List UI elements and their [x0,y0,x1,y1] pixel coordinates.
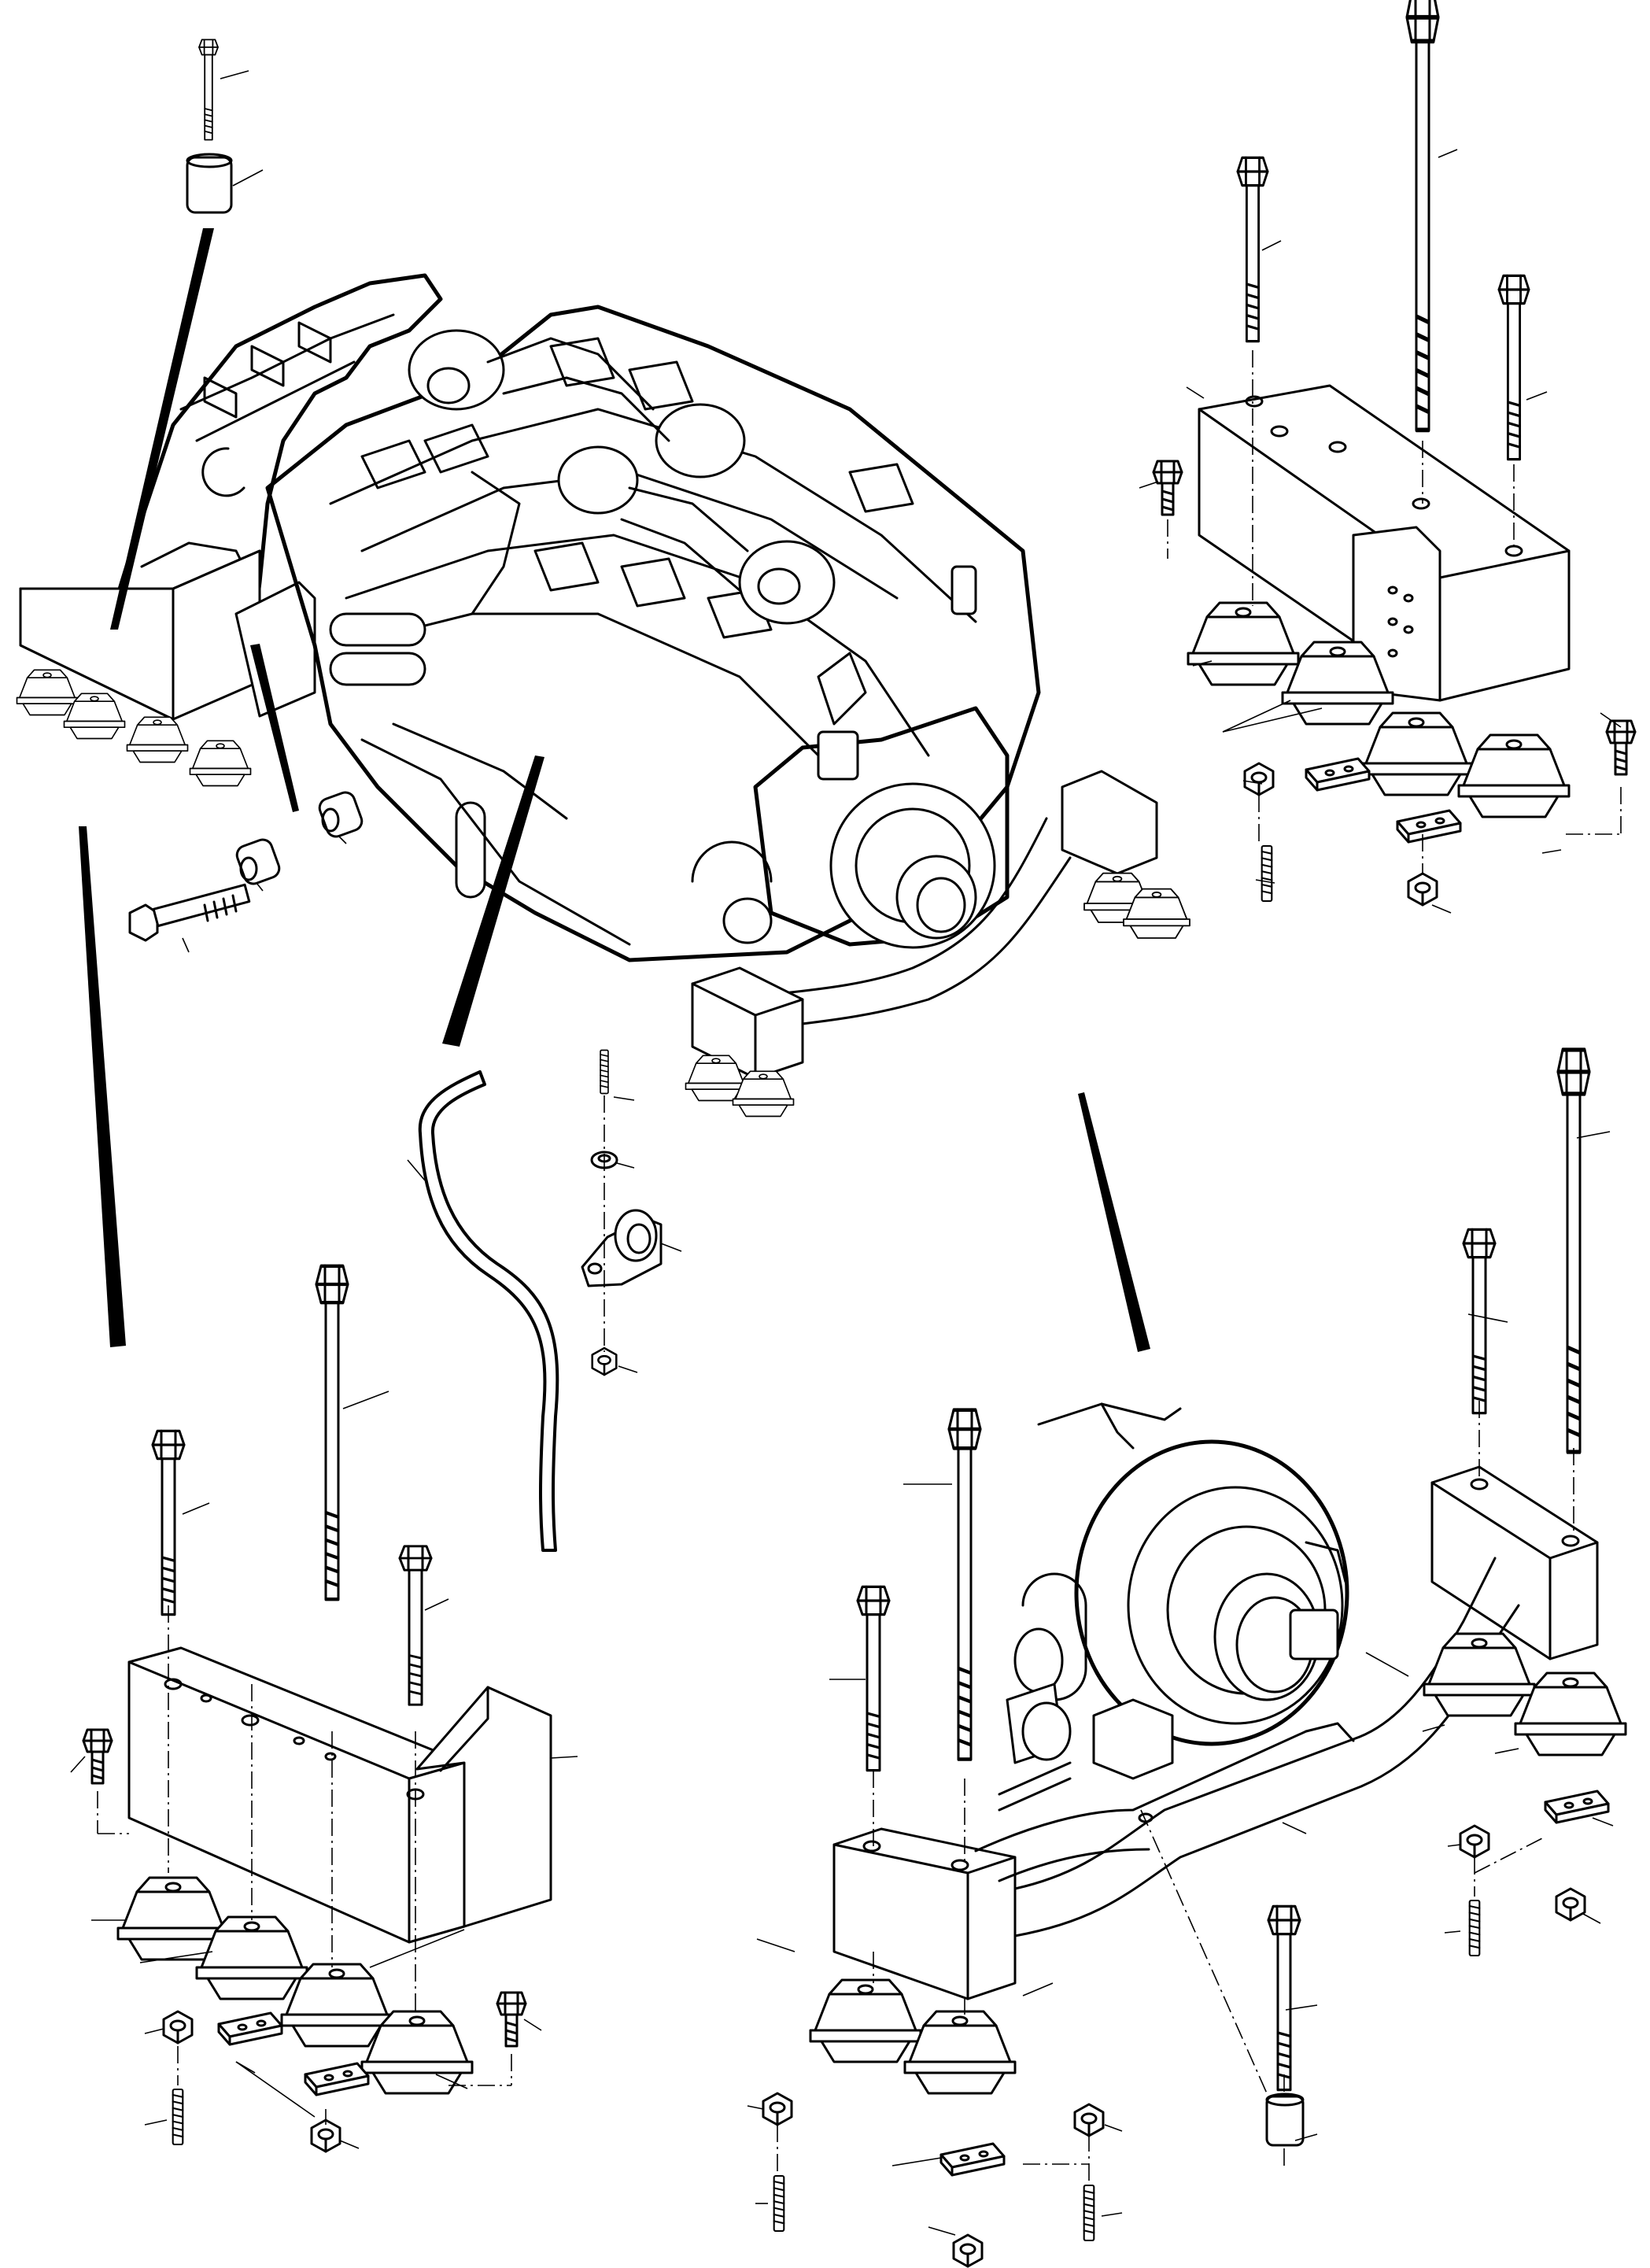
spacer [235,838,281,885]
clamp [581,1209,663,1287]
engine-block [265,305,1041,962]
pointer-horizontal-spacer [250,644,299,812]
flywheel-housing [691,565,1010,949]
spacer [318,791,364,838]
gear-housing [100,273,443,648]
mount-bracket [127,1646,552,1944]
bolt-horizontal [128,883,251,942]
flywheel-housing-detail [998,1402,1349,1812]
mount-detail-bottom-left [70,1266,578,2153]
spacer [186,153,233,214]
pointer-to-lower-right-detail [1078,1092,1150,1352]
clamp-detail [581,1049,682,1376]
pointer-to-lower-left-detail [79,826,126,1347]
pointer-to-hose [442,755,544,1047]
mount-detail-bottom-right [747,1050,1627,2268]
leader-lines-top-left [182,70,347,953]
front-crossmember [16,549,316,787]
pointer-spacer [110,228,214,630]
rear-mounting-frame [685,770,1190,1117]
engine-assembly [16,273,1190,1117]
rear-mount-detail-top-right [1139,0,1637,914]
turbochargers [408,329,836,625]
spacer [1265,2093,1305,2147]
hose [407,1070,559,1552]
front-mount-parts-top-left [110,39,364,942]
